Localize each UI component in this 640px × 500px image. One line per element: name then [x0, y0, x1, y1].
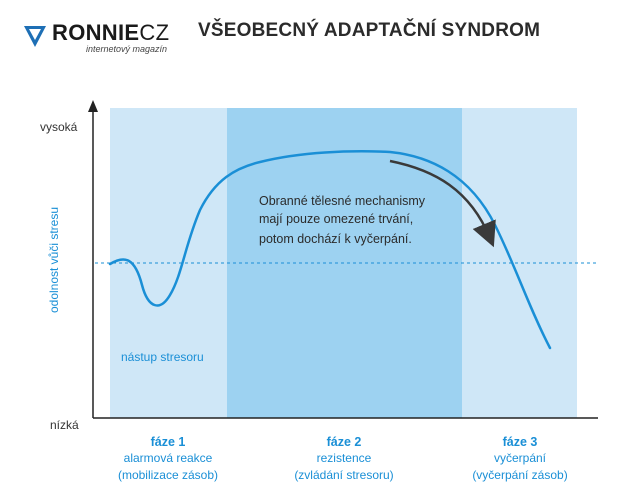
phase-2-title: fáze 2	[327, 435, 362, 449]
note-line-2: mají pouze omezené trvání,	[259, 212, 413, 226]
depletion-arrow-icon	[389, 159, 496, 248]
brand-logo: RONNIECZ internetový magazín	[22, 20, 172, 56]
brand-tagline: internetový magazín	[86, 44, 168, 54]
note-line-1: Obranné tělesné mechanismy	[259, 194, 426, 208]
phase-1-name: alarmová reakce	[124, 451, 213, 465]
y-high-label: vysoká	[40, 120, 78, 134]
ronnie-logo-icon	[24, 26, 46, 47]
stressor-onset-label: nástup stresoru	[121, 350, 204, 364]
phase-2-detail: (zvládání stresoru)	[294, 468, 393, 482]
brand-name: RONNIECZ	[52, 20, 170, 45]
phase-3-name: vyčerpání	[494, 451, 547, 465]
y-axis-arrow-icon	[88, 100, 98, 112]
phase-1-title: fáze 1	[151, 435, 186, 449]
y-axis-label: odolnost vůči stresu	[47, 207, 61, 313]
page-title: VŠEOBECNÝ ADAPTAČNÍ SYNDROM	[198, 20, 541, 41]
note-line-3: potom dochází k vyčerpání.	[259, 232, 412, 246]
phase-3-title: fáze 3	[503, 435, 538, 449]
y-low-label: nízká	[50, 418, 79, 432]
phase-2-name: rezistence	[317, 451, 372, 465]
phase-3-detail: (vyčerpání zásob)	[472, 468, 567, 482]
phase-1-detail: (mobilizace zásob)	[118, 468, 218, 482]
